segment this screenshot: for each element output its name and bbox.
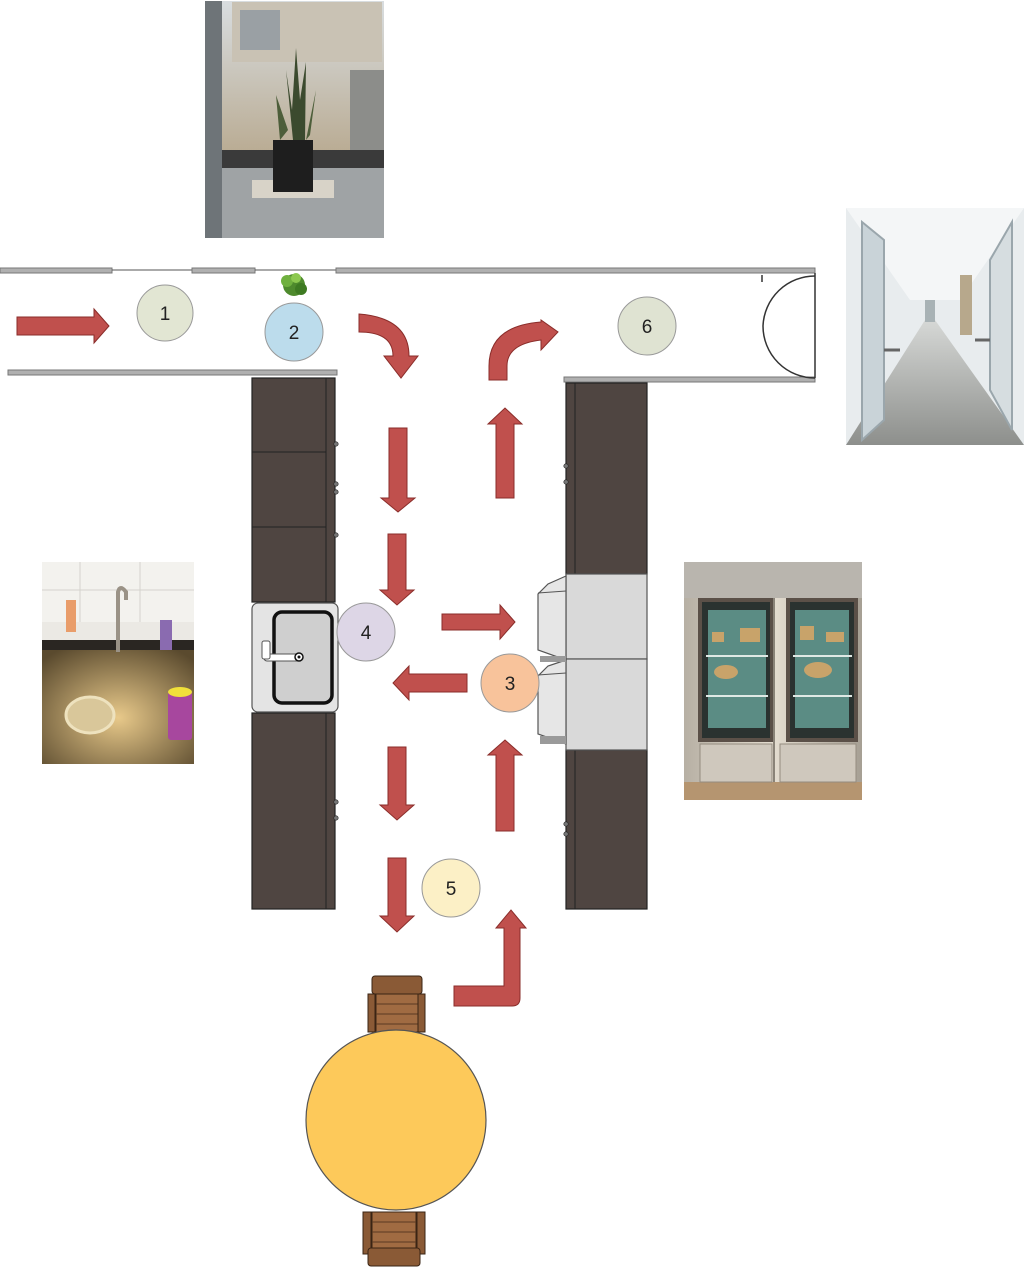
arrow-left-to-sink	[392, 664, 468, 702]
marker-4-circle	[336, 602, 396, 662]
marker-6: 6	[617, 296, 677, 356]
marker-5-circle	[421, 858, 481, 918]
arrow-up-1	[486, 407, 524, 499]
marker-5: 5	[421, 858, 481, 918]
arrow-down-1	[379, 427, 417, 513]
marker-5-label: 5	[446, 879, 457, 900]
arrow-right-entry	[16, 307, 110, 345]
double-door	[761, 273, 816, 379]
arrow-down-2	[378, 533, 416, 606]
arrow-curve-down	[358, 313, 420, 379]
hallway-lower-wall-left	[7, 369, 338, 376]
hallway-lower-wall-right	[563, 376, 816, 383]
marker-3-label: 3	[505, 674, 516, 695]
fridge-photo	[684, 562, 862, 800]
marker-4-label: 4	[361, 623, 372, 644]
marker-1-circle	[136, 284, 194, 342]
hallway-photo	[846, 208, 1024, 445]
left-counter	[251, 377, 339, 910]
round-table	[305, 1029, 487, 1211]
plant-icon	[281, 273, 307, 296]
sink-photo	[42, 562, 194, 764]
arrow-down-4	[378, 857, 416, 933]
marker-3: 3	[480, 653, 540, 713]
arrow-return-from-table	[453, 909, 528, 1007]
arrow-curve-up	[488, 319, 559, 381]
sink-icon	[251, 602, 339, 713]
marker-2: 2	[264, 302, 324, 362]
arrow-down-3	[378, 746, 416, 821]
arrow-up-2	[486, 739, 524, 832]
refrigerator-icon	[537, 573, 648, 751]
arrow-right-to-fridge	[441, 603, 516, 641]
marker-1-label: 1	[160, 304, 171, 325]
chair-top	[367, 975, 426, 1033]
marker-2-circle	[264, 302, 324, 362]
top-wall	[0, 267, 816, 274]
marker-3-circle	[480, 653, 540, 713]
marker-2-label: 2	[289, 323, 300, 344]
marker-6-label: 6	[642, 317, 653, 338]
marker-6-circle	[617, 296, 677, 356]
plant-photo	[205, 1, 384, 238]
marker-1: 1	[136, 284, 194, 342]
marker-4: 4	[336, 602, 396, 662]
chair-bottom	[362, 1211, 426, 1267]
